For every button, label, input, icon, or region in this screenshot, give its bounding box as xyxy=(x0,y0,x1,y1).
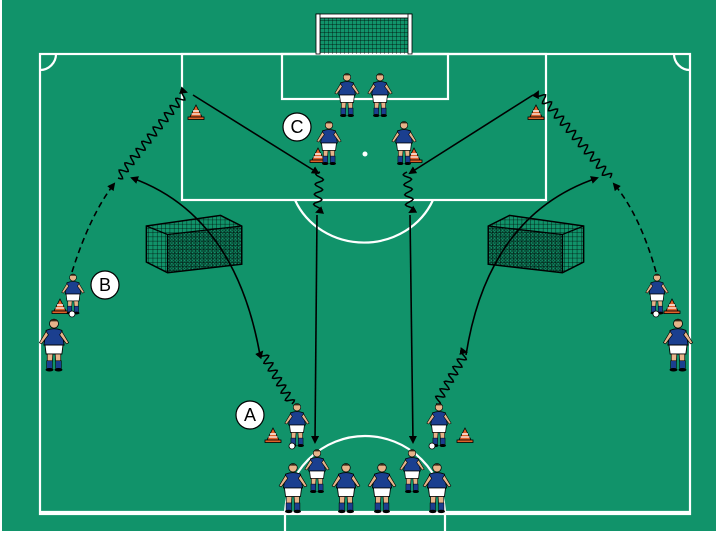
corner-arc-right xyxy=(672,53,691,72)
run-arrow xyxy=(408,214,417,444)
label-badge-a: A xyxy=(235,400,265,430)
mini-goal-icon xyxy=(487,214,585,274)
dashed-arrow xyxy=(612,182,657,273)
ball-icon xyxy=(652,310,660,318)
ball-icon xyxy=(68,310,76,318)
dribble-arrow xyxy=(434,347,468,406)
dribble-arrow xyxy=(531,90,613,179)
run-arrow xyxy=(192,94,320,175)
label-badge-b: B xyxy=(90,270,120,300)
balls xyxy=(68,310,660,450)
dribble-arrow xyxy=(312,171,325,214)
penalty-arc xyxy=(293,199,435,244)
penalty-spot xyxy=(362,151,368,157)
movement-arrows xyxy=(71,94,657,444)
ball-icon xyxy=(428,442,436,450)
pass-arrow xyxy=(130,176,261,356)
pass-arrow xyxy=(465,176,599,356)
ball-icon xyxy=(288,442,296,450)
label-badge-c: C xyxy=(282,112,312,142)
corner-arc-left xyxy=(39,53,58,72)
dribble-paths xyxy=(117,86,613,406)
dashed-arrow xyxy=(71,182,116,273)
mini-goal-icon xyxy=(145,214,243,274)
run-arrow xyxy=(408,94,534,175)
goal-icon xyxy=(315,13,413,55)
label-c: C xyxy=(291,117,304,137)
label-b: B xyxy=(99,275,111,295)
label-a: A xyxy=(244,405,256,425)
dribble-arrow xyxy=(402,171,418,213)
run-arrow xyxy=(311,214,320,444)
dribble-arrow xyxy=(117,86,188,180)
dribble-arrow xyxy=(255,350,296,405)
